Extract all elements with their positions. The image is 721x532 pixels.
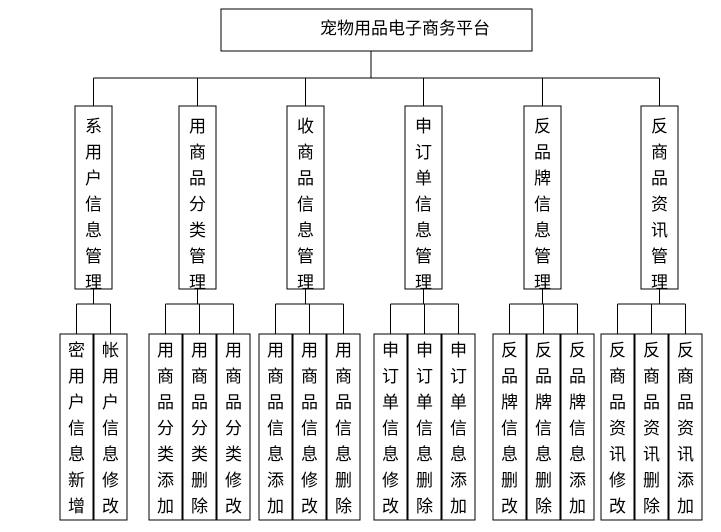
leaf-label: 反商品资讯删除 [643, 341, 660, 517]
leaf-box [634, 333, 669, 521]
module-node: 反商品资讯管理 [640, 105, 679, 293]
module-label: 系用户信息管理 [85, 117, 102, 293]
leaf-node: 申订单信息修改 [373, 333, 408, 521]
leaf-box [668, 333, 703, 521]
leaf-label: 用商品分类删除 [191, 341, 208, 517]
leaf-node: 用商品分类添加 [148, 333, 183, 521]
module-label: 收商品信息管理 [297, 117, 314, 293]
leaf-label: 帐用户信息修改 [102, 341, 119, 517]
leaf-node: 用商品分类删除 [182, 333, 217, 521]
leaf-label: 反商品资讯添加 [677, 341, 694, 517]
module-nodes: 系用户信息管理 用商品分类管理 收商品信息管理 申订单信息管理 反品牌信息管理 反商品资讯… [74, 105, 679, 293]
module-box [286, 105, 325, 290]
module-box [640, 105, 679, 290]
module-node: 用商品分类管理 [178, 105, 217, 293]
leaf-box [216, 333, 251, 521]
leaf-box [148, 333, 183, 521]
leaf-box [600, 333, 635, 521]
leaf-box [407, 333, 442, 521]
leaf-box [93, 333, 128, 521]
root-label: 宠物用品电子商务平台 [320, 19, 490, 39]
leaf-node: 反商品资讯修改 [600, 333, 635, 521]
module-label: 反品牌信息管理 [534, 117, 551, 293]
leaf-label: 申订单信息删除 [416, 341, 433, 517]
leaf-box [560, 333, 595, 521]
leaf-node: 申订单信息添加 [441, 333, 476, 521]
leaf-label: 用商品信息删除 [335, 341, 352, 517]
leaf-box [182, 333, 217, 521]
connector-lines [76, 51, 686, 334]
leaf-label: 反品牌信息添加 [569, 341, 586, 517]
module-box [404, 105, 443, 290]
module-box [178, 105, 217, 290]
module-box [523, 105, 562, 290]
module-node: 收商品信息管理 [286, 105, 325, 293]
leaf-node: 反商品资讯删除 [634, 333, 669, 521]
module-node: 反品牌信息管理 [523, 105, 562, 293]
leaf-box [441, 333, 476, 521]
leaf-label: 用商品信息修改 [301, 341, 318, 517]
leaf-label: 申订单信息添加 [450, 341, 467, 517]
leaf-node: 用商品分类修改 [216, 333, 251, 521]
leaf-label: 反商品资讯修改 [609, 341, 626, 517]
root-node: 宠物用品电子商务平台 [220, 8, 533, 52]
module-node: 系用户信息管理 [74, 105, 113, 293]
leaf-box [258, 333, 293, 521]
leaf-box [292, 333, 327, 521]
module-label: 用商品分类管理 [189, 117, 206, 293]
module-label: 申订单信息管理 [415, 117, 432, 293]
leaf-box [526, 333, 561, 521]
leaf-node: 反品牌信息删改 [492, 333, 527, 521]
leaf-node: 反品牌信息删除 [526, 333, 561, 521]
leaf-label: 申订单信息修改 [382, 341, 399, 517]
leaf-label: 反品牌信息删除 [535, 341, 552, 517]
leaf-node: 申订单信息删除 [407, 333, 442, 521]
leaf-label: 密用户信息新增 [68, 341, 85, 517]
root-box [220, 8, 533, 52]
leaf-node: 密用户信息新增 [59, 333, 94, 521]
leaf-node: 反商品资讯添加 [668, 333, 703, 521]
leaf-box [492, 333, 527, 521]
module-node: 申订单信息管理 [404, 105, 443, 293]
leaf-box [326, 333, 361, 521]
leaf-node: 帐用户信息修改 [93, 333, 128, 521]
leaf-node: 用商品信息删除 [326, 333, 361, 521]
module-box [74, 105, 113, 290]
leaf-node: 反品牌信息添加 [560, 333, 595, 521]
leaf-node: 用商品信息修改 [292, 333, 327, 521]
leaf-label: 用商品信息添加 [267, 341, 284, 517]
leaf-node: 用商品信息添加 [258, 333, 293, 521]
leaf-label: 反品牌信息删改 [501, 341, 518, 517]
leaf-label: 用商品分类添加 [157, 341, 174, 517]
leaf-label: 用商品分类修改 [225, 341, 242, 517]
leaf-box [59, 333, 94, 521]
leaf-box [373, 333, 408, 521]
module-label: 反商品资讯管理 [651, 117, 668, 293]
